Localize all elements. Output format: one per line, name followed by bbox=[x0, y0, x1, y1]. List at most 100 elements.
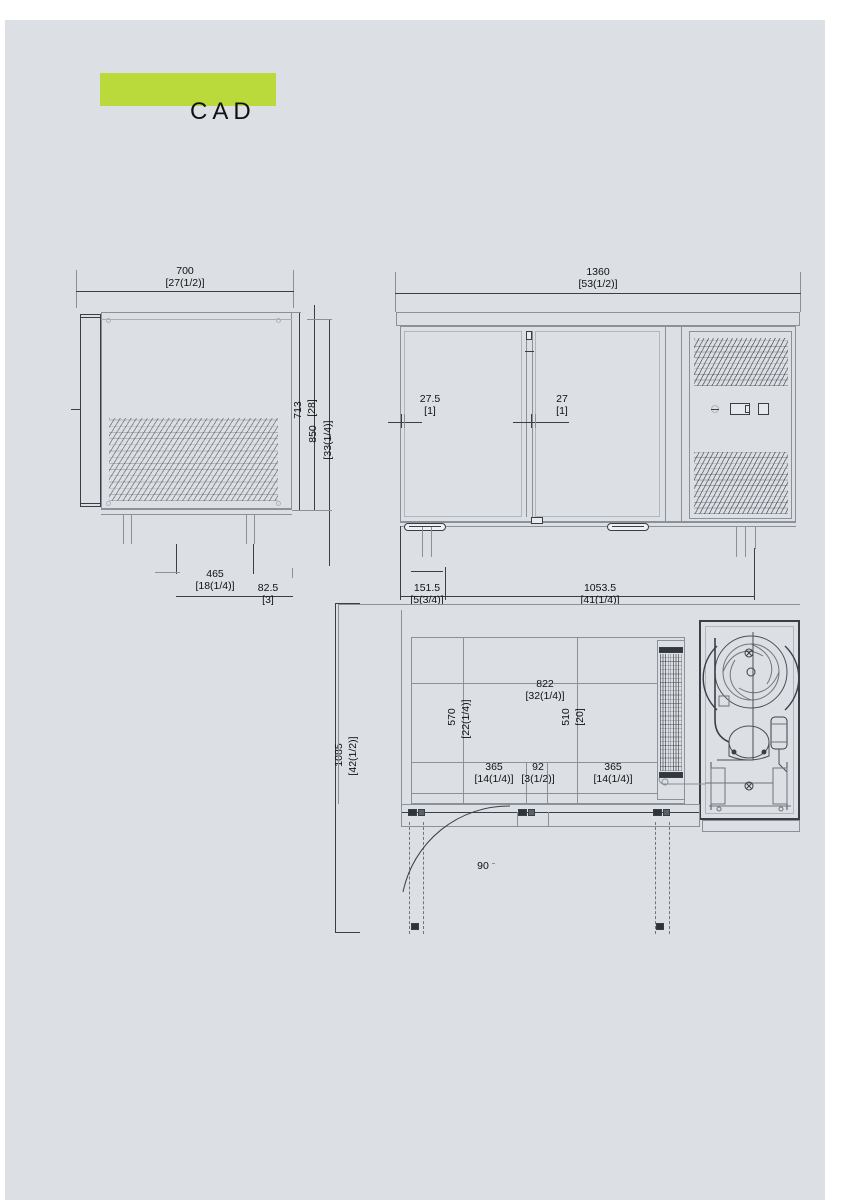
side-top-rail bbox=[101, 319, 292, 320]
plan-machine-detail-svg bbox=[658, 632, 800, 812]
dim-side-width: 700 [27(1/2)] bbox=[165, 265, 205, 289]
side-leg bbox=[123, 514, 124, 544]
plan-machine-inner bbox=[705, 626, 794, 814]
front-mullion bbox=[532, 331, 533, 517]
dim-line-465 bbox=[176, 596, 253, 597]
hinge-icon bbox=[411, 923, 419, 930]
plan-front-rail3 bbox=[401, 826, 700, 827]
front-leg bbox=[422, 527, 423, 557]
front-door-handle bbox=[525, 351, 534, 352]
dim-tick-275 bbox=[401, 414, 402, 428]
plan-div-right bbox=[577, 637, 578, 804]
door-swing-arc-svg bbox=[402, 805, 511, 893]
plan-mullion-left bbox=[526, 762, 527, 804]
plan-div-front bbox=[411, 793, 685, 794]
plan-front-rail2 bbox=[401, 812, 700, 813]
front-door-right bbox=[535, 331, 660, 517]
front-mullion bbox=[526, 331, 527, 517]
dim-tick bbox=[292, 312, 301, 313]
dim-ext-line bbox=[176, 544, 177, 574]
plan-front-right bbox=[699, 804, 700, 826]
side-leg bbox=[246, 514, 247, 544]
dim-line-1360 bbox=[395, 293, 801, 294]
side-door-bottom-edge bbox=[80, 503, 101, 504]
front-leg bbox=[431, 527, 432, 557]
dim-tick bbox=[292, 510, 332, 511]
dim-line-850-in bbox=[329, 319, 330, 566]
front-base-line bbox=[400, 522, 796, 523]
hinge-icon bbox=[518, 809, 527, 816]
castor-axle bbox=[612, 526, 644, 527]
dim-plan-shelf-depth: 510 bbox=[560, 708, 572, 726]
castor-icon bbox=[607, 523, 649, 531]
front-worktop bbox=[396, 312, 800, 326]
front-leg bbox=[745, 527, 746, 557]
dim-line-700 bbox=[76, 291, 294, 292]
screw-icon bbox=[106, 318, 111, 323]
dim-plan-shelf-depth-in: [20] bbox=[574, 708, 586, 726]
dim-front-offset: 151.5 [5(3/4)] bbox=[410, 582, 444, 606]
hinge-icon bbox=[528, 809, 535, 816]
brand-label: CAD bbox=[190, 98, 256, 125]
side-base-line bbox=[101, 509, 292, 510]
side-leg bbox=[254, 514, 255, 544]
front-centre-bracket bbox=[531, 517, 543, 524]
dim-side-height-713: 713 bbox=[292, 401, 304, 419]
plan-div-left bbox=[463, 637, 464, 804]
dim-tick bbox=[335, 603, 360, 604]
castor-icon bbox=[404, 523, 446, 531]
door-swing-left-b bbox=[423, 822, 424, 934]
dim-tick bbox=[411, 571, 443, 572]
plan-div-shelf bbox=[411, 762, 685, 763]
front-leg bbox=[736, 527, 737, 557]
dim-leader-275 bbox=[388, 422, 422, 423]
hinge-icon bbox=[418, 809, 425, 816]
plan-front-left bbox=[401, 804, 402, 826]
dim-line-825 bbox=[253, 596, 293, 597]
display-digit bbox=[745, 405, 750, 413]
drawing-page: CAD 700 [27(1/2)] bbox=[5, 20, 825, 1200]
front-leg bbox=[755, 527, 756, 549]
plan-front-gap-r bbox=[548, 812, 549, 826]
plan-evap-header bbox=[659, 647, 683, 653]
control-button-icon[interactable] bbox=[758, 403, 769, 415]
side-door-panel bbox=[80, 314, 101, 507]
dim-plan-inner-width: 822 [32(1/4)] bbox=[525, 678, 565, 702]
dim-plan-depth-in: [42(1/2)] bbox=[347, 736, 359, 776]
plan-left-edge bbox=[338, 604, 339, 804]
plan-evap-footer bbox=[659, 772, 683, 778]
plan-front-gap-l bbox=[517, 812, 518, 826]
hinge-icon bbox=[663, 809, 670, 816]
degree-mark-icon bbox=[492, 863, 495, 864]
dim-side-height-850: 850 bbox=[307, 425, 319, 443]
dim-line-850 bbox=[314, 305, 315, 510]
dim-door-swing-angle: 90 bbox=[477, 860, 489, 872]
dim-side-foot-825: 82.5 [3] bbox=[257, 582, 279, 606]
dim-line-1053 bbox=[400, 596, 755, 597]
dim-tick-27 bbox=[531, 414, 532, 428]
dim-tick bbox=[307, 319, 332, 320]
door-swing-left-a bbox=[409, 822, 410, 934]
dim-leader-27 bbox=[513, 422, 569, 423]
door-swing-right-b bbox=[669, 822, 670, 934]
plan-inner-left-edge bbox=[401, 610, 402, 804]
dim-plan-door-right: 365 [14(1/4)] bbox=[593, 761, 633, 785]
dim-tick-27b bbox=[535, 414, 536, 428]
plan-top-edge bbox=[338, 604, 800, 605]
side-louvre-vent bbox=[109, 418, 278, 501]
front-upper-louvre bbox=[694, 338, 788, 386]
side-leg bbox=[131, 514, 132, 544]
plan-div-822 bbox=[411, 683, 685, 684]
screw-icon bbox=[276, 318, 281, 323]
dim-side-foot-465: 465 [18(1/4)] bbox=[195, 568, 235, 592]
brand-highlight-bar bbox=[100, 73, 276, 106]
dim-ext-line bbox=[292, 568, 293, 578]
dim-plan-inner-depth-in: [22(1/4)] bbox=[460, 699, 472, 739]
front-door-left bbox=[404, 331, 522, 517]
front-base-line2 bbox=[400, 526, 796, 527]
screw-icon bbox=[276, 501, 281, 506]
side-door-handle bbox=[71, 409, 81, 410]
power-switch-bar bbox=[711, 409, 719, 410]
plan-cabinet-interior bbox=[411, 637, 685, 804]
dim-ext-line bbox=[400, 526, 401, 600]
